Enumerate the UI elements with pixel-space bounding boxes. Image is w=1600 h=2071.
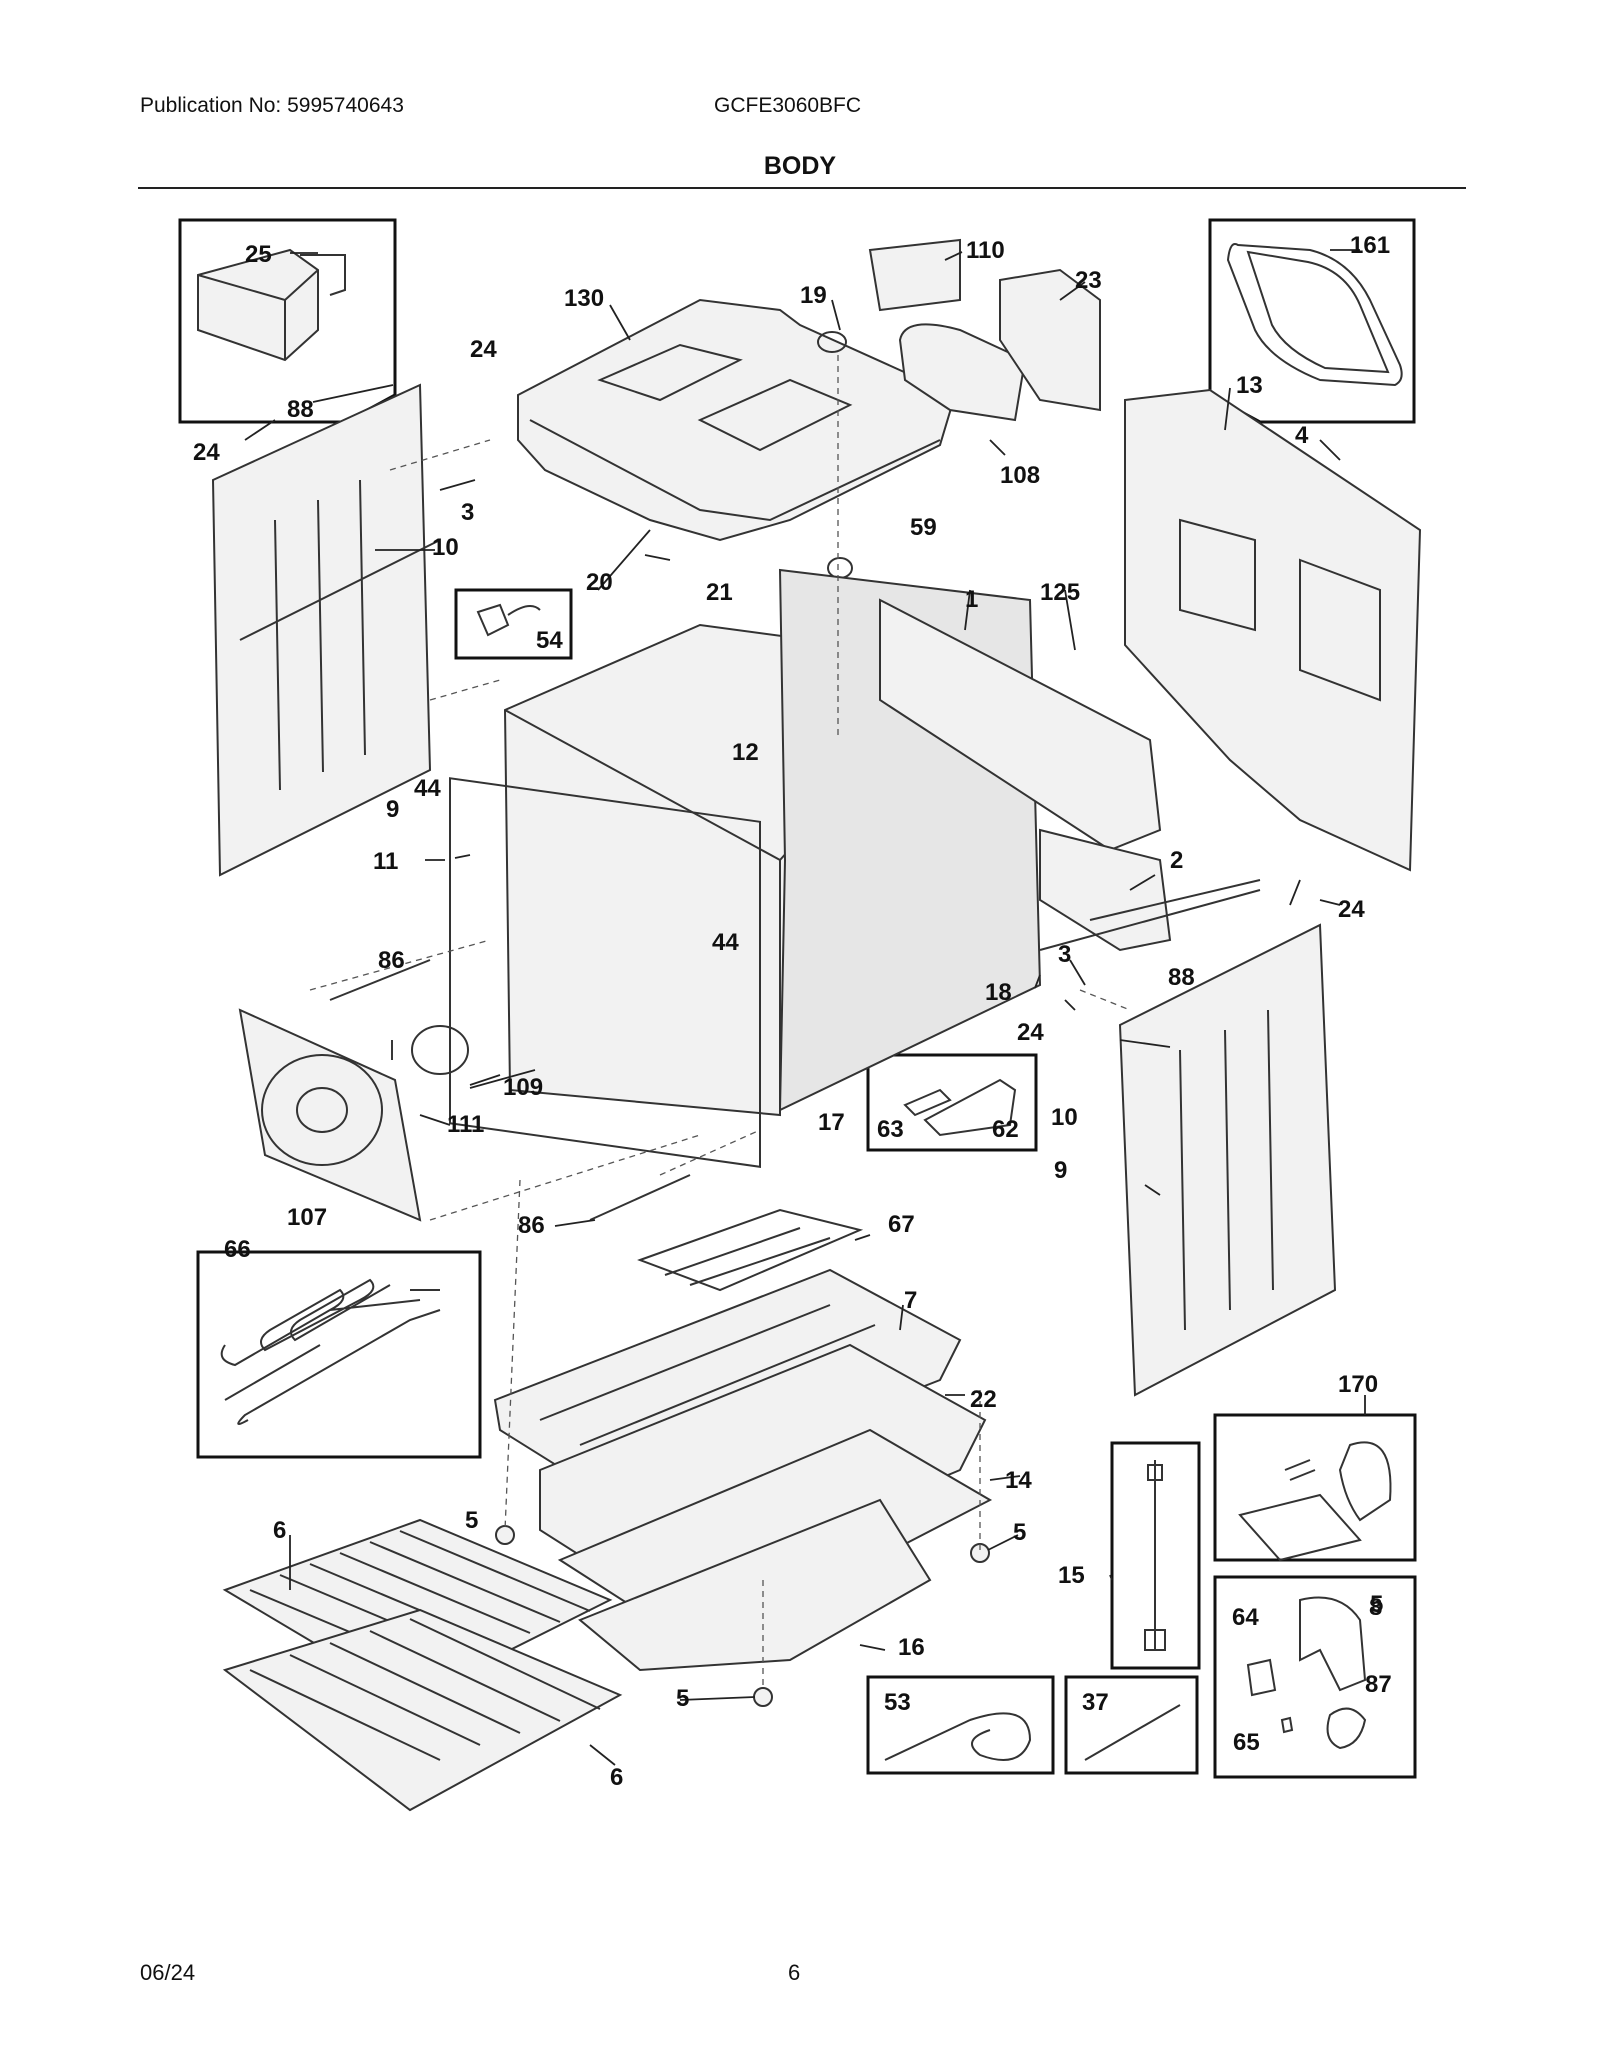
callout: 108 <box>1000 462 1040 489</box>
callout: 64 <box>1232 1604 1259 1631</box>
control-parts-top <box>817 238 1101 579</box>
callout: 9 <box>1054 1157 1067 1184</box>
callout: 10 <box>432 534 459 561</box>
callout: 53 <box>884 1689 911 1716</box>
callout: 19 <box>800 282 827 309</box>
callout: 65 <box>1233 1729 1260 1756</box>
top-panel-130 <box>517 298 957 542</box>
callout: 37 <box>1082 1689 1109 1716</box>
control-bracket-1-2 <box>879 598 1172 952</box>
inset-box-161 <box>1208 218 1416 424</box>
inset-box-66 <box>196 1250 482 1459</box>
callout: 22 <box>970 1386 997 1413</box>
side-panel-right-10 <box>1089 879 1337 1397</box>
inset-box-15 <box>1110 1441 1201 1670</box>
callout: 11 <box>373 848 398 875</box>
callout: 63 <box>877 1116 904 1143</box>
inset-box-170 <box>1213 1413 1417 1562</box>
callout: 1 <box>965 586 978 613</box>
callout: 161 <box>1350 232 1390 259</box>
callout: 6 <box>273 1517 286 1544</box>
page-title: BODY <box>763 152 837 180</box>
callout-labels: 1 2 3 3 4 5 5 5 5 6 6 7 8 9 9 10 10 11 1… <box>193 232 1392 1791</box>
callout: 25 <box>245 241 272 268</box>
page-number: 6 <box>788 1960 801 1985</box>
callout: 4 <box>1295 422 1309 449</box>
callout: 170 <box>1338 1371 1378 1398</box>
convection-fan-107 <box>238 1008 469 1222</box>
callout: 111 <box>447 1111 484 1138</box>
callout: 5 <box>676 1685 689 1712</box>
callout: 86 <box>378 947 405 974</box>
callout: 59 <box>910 514 937 541</box>
callout: 125 <box>1040 579 1080 606</box>
callout: 7 <box>904 1287 917 1314</box>
callout: 12 <box>732 739 759 766</box>
callout: 130 <box>564 285 604 312</box>
callout: 3 <box>1058 941 1071 968</box>
callout: 110 <box>966 237 1005 264</box>
callout: 21 <box>706 579 733 606</box>
callout: 20 <box>586 569 613 596</box>
footer-date: 06/24 <box>140 1960 196 1985</box>
callout: 15 <box>1058 1562 1085 1589</box>
header-divider <box>138 187 1466 189</box>
callout: 86 <box>518 1212 545 1239</box>
inset-box-25 <box>178 218 397 424</box>
model-number: GCFE3060BFC <box>714 94 862 117</box>
inset-box-64-65-8-87 <box>1213 1575 1417 1779</box>
side-panel-left-10 <box>211 383 441 877</box>
callout: 23 <box>1075 267 1102 294</box>
callout: 44 <box>712 929 739 956</box>
publication-number: Publication No: 5995740643 <box>140 94 404 117</box>
bottom-panels-14-16-22 <box>539 1343 993 1672</box>
inset-box-62-63 <box>866 1053 1038 1152</box>
callout: 5 <box>465 1507 478 1534</box>
small-hardware <box>329 889 1261 1707</box>
callout: 54 <box>536 627 563 654</box>
callout: 5 <box>1013 1519 1026 1546</box>
oven-racks-6 <box>222 1518 623 1812</box>
callout: 6 <box>610 1764 623 1791</box>
callout: 3 <box>461 499 474 526</box>
callout: 44 <box>414 775 441 802</box>
callout: 24 <box>1338 896 1365 923</box>
inset-box-37 <box>1064 1675 1199 1775</box>
leader-lines <box>244 249 1366 1766</box>
back-panel-13 <box>1124 388 1422 872</box>
callout: 88 <box>287 396 314 423</box>
callout: 66 <box>224 1236 251 1263</box>
callout: 5 <box>1370 1591 1383 1618</box>
callout: 13 <box>1236 372 1263 399</box>
callout: 62 <box>992 1116 1019 1143</box>
callout: 24 <box>193 439 220 466</box>
callout: 24 <box>470 336 497 363</box>
callout: 17 <box>818 1109 845 1136</box>
callout: 107 <box>287 1204 327 1231</box>
callout: 8 <box>1369 1594 1382 1621</box>
assembly-lines <box>309 355 1131 1690</box>
callout: 2 <box>1170 847 1183 874</box>
callout: 109 <box>503 1074 543 1101</box>
callout: 24 <box>1017 1019 1044 1046</box>
callout: 18 <box>985 979 1012 1006</box>
callout: 16 <box>898 1634 925 1661</box>
callout: 87 <box>1365 1671 1392 1698</box>
callout: 9 <box>386 796 399 823</box>
callout: 10 <box>1051 1104 1078 1131</box>
callout: 14 <box>1005 1467 1032 1494</box>
inset-box-53 <box>866 1675 1055 1775</box>
callout: 67 <box>888 1211 915 1238</box>
inset-box-54 <box>454 588 573 660</box>
callout: 88 <box>1168 964 1195 991</box>
